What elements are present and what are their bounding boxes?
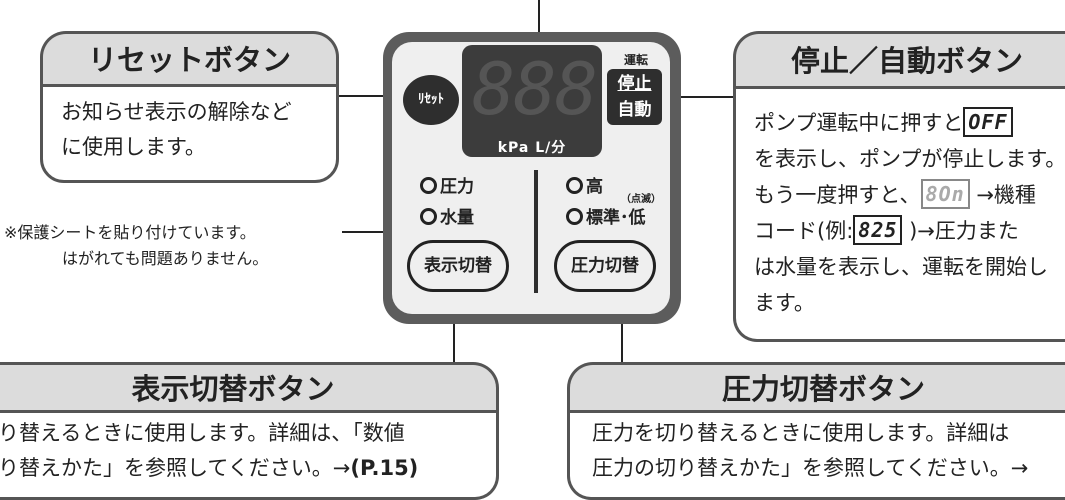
indicator-high: 高 xyxy=(566,172,603,197)
seg-display-code: 825 xyxy=(853,215,903,245)
stop-line2: を表示し、ポンプが停止します。 xyxy=(754,147,1065,171)
seg-display-off: OFF xyxy=(963,107,1013,137)
run-label: 運転 xyxy=(623,53,648,67)
protect-sheet-note-line2: はがれても問題ありません。 xyxy=(62,249,269,268)
led-icon xyxy=(420,208,437,225)
indicator-pressure: 圧力 xyxy=(420,172,474,197)
stop-label: 停止 xyxy=(617,74,652,94)
reset-button[interactable]: ﾘｾｯﾄ xyxy=(403,75,459,125)
display-unit: kPa L/分 xyxy=(497,140,567,156)
blink-note: （点滅） xyxy=(621,194,661,205)
stop-line3: もう一度押すと、8On →機種 xyxy=(754,177,1065,213)
pressure-callout-line1: 圧力を切り替えるときに使用します。詳細は xyxy=(592,421,1010,445)
stop-line6: ます。 xyxy=(754,291,815,315)
display-digits: 888 xyxy=(472,47,598,131)
reset-callout-line: お知らせ表示の解除など xyxy=(61,100,292,124)
pressure-callout-line2: 圧力の切り替えかた」を参照してください。→ xyxy=(592,456,1029,480)
led-icon xyxy=(420,177,437,194)
protect-sheet-note-line1: ※保護シートを貼り付けています。 xyxy=(4,223,256,242)
display-callout-line1: り替えるときに使用します。詳細は、「数値 xyxy=(0,421,405,445)
reset-callout-body: お知らせ表示の解除など に使用します。 xyxy=(40,84,339,183)
auto-label: 自動 xyxy=(617,100,652,120)
led-icon xyxy=(566,208,583,225)
stop-line4: コード(例:825 )→圧力また xyxy=(754,213,1065,249)
display-switch-callout-title: 表示切替ボタン xyxy=(0,362,499,412)
pressure-switch-button[interactable]: 圧力切替 xyxy=(554,240,656,292)
seg-display-on: 8On xyxy=(920,179,970,209)
stop-line5: は水量を表示し、運転を開始し xyxy=(754,255,1048,279)
pressure-switch-callout-body: 圧力を切り替えるときに使用します。詳細は 圧力の切り替えかた」を参照してください… xyxy=(567,410,1065,500)
indicator-standard-low: 標準･低 xyxy=(566,203,646,228)
reset-callout-title: リセットボタン xyxy=(40,31,339,86)
panel-divider xyxy=(534,170,538,293)
pressure-switch-callout-title: 圧力切替ボタン xyxy=(567,362,1065,412)
reset-callout-line: に使用します。 xyxy=(61,135,206,159)
indicator-flow: 水量 xyxy=(420,203,474,228)
stop-auto-button[interactable]: 停止 自動 xyxy=(607,69,662,125)
display-switch-button[interactable]: 表示切替 xyxy=(407,240,509,292)
display-switch-callout-body: り替えるときに使用します。詳細は、「数値 り替えかた」を参照してください。→(P… xyxy=(0,410,499,500)
display-callout-line2: り替えかた」を参照してください。→(P.15) xyxy=(0,456,419,480)
led-icon xyxy=(566,177,583,194)
page-ref: (P.15) xyxy=(350,456,419,480)
stop-callout-title: 停止／自動ボタン xyxy=(733,31,1065,88)
digital-display: 888 xyxy=(462,45,602,157)
